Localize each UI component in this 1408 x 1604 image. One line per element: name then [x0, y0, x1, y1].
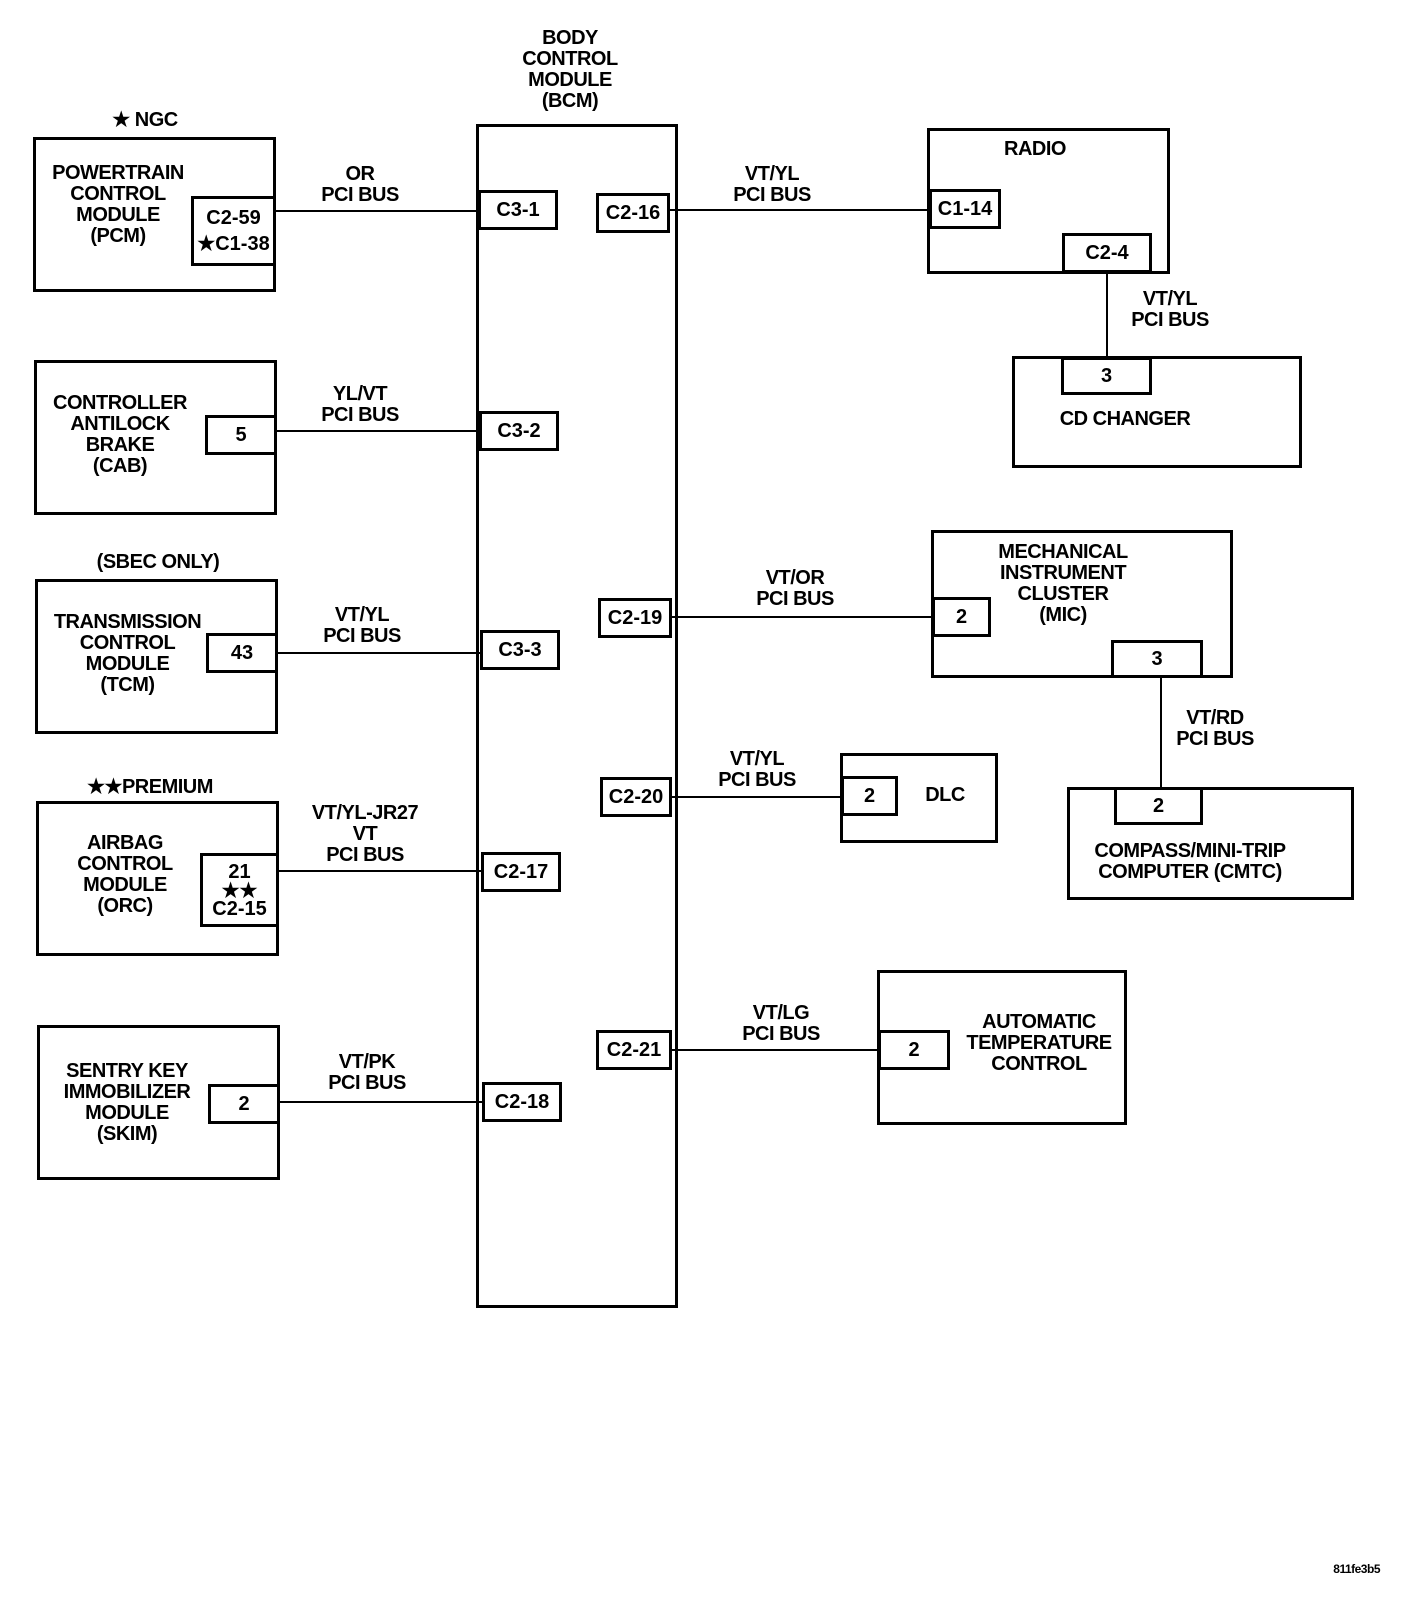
orc-wire-label: VT/YL-JR27 VT PCI BUS: [311, 802, 419, 866]
mic-pin-3: 3: [1111, 640, 1203, 678]
bcm-box: [476, 124, 678, 1308]
radio-pin-c1-14: C1-14: [929, 189, 1001, 229]
radio-label: RADIO: [1004, 138, 1066, 160]
bcm-pin-c3-2: C3-2: [479, 411, 559, 451]
skim-wire: [280, 1101, 482, 1103]
dlc-pin: 2: [841, 776, 898, 816]
cab-wire: [277, 430, 479, 432]
bcm-pin-c2-21: C2-21: [596, 1030, 672, 1070]
atc-pin: 2: [878, 1030, 950, 1070]
bcm-pin-c2-18: C2-18: [482, 1082, 562, 1122]
atc-wire-label: VT/LG PCI BUS: [742, 1002, 820, 1045]
bcm-pin-c3-3: C3-3: [480, 630, 560, 670]
cab-wire-label: YL/VT PCI BUS: [321, 383, 399, 426]
cmtc-pin: 2: [1114, 787, 1203, 825]
cd-changer-wire-label: VT/YL PCI BUS: [1131, 288, 1209, 331]
tcm-wire-label: VT/YL PCI BUS: [323, 604, 401, 647]
skim-pin: 2: [208, 1084, 280, 1124]
bcm-pin-c3-1: C3-1: [478, 190, 558, 230]
mic-label: MECHANICAL INSTRUMENT CLUSTER (MIC): [998, 541, 1128, 626]
cab-pin: 5: [205, 415, 277, 455]
figure-id: 811fe3b5: [1333, 1562, 1380, 1576]
dlc-wire: [672, 796, 842, 798]
cmtc-wire: [1160, 677, 1162, 789]
pcm-pin-alt-label: ★C1-38: [197, 233, 270, 255]
bcm-pin-c2-20: C2-20: [600, 777, 672, 817]
cab-label: CONTROLLER ANTILOCK BRAKE (CAB): [53, 392, 187, 477]
dlc-label: DLC: [925, 784, 965, 806]
bcm-title: BODY CONTROL MODULE (BCM): [522, 27, 618, 112]
cmtc-module: [1067, 787, 1354, 900]
cd-changer-module: [1012, 356, 1302, 468]
radio-wire-label: VT/YL PCI BUS: [733, 163, 811, 206]
orc-label: AIRBAG CONTROL MODULE (ORC): [77, 832, 173, 917]
orc-note: ★★PREMIUM: [87, 776, 213, 798]
pcm-pin-label: C2-59: [206, 207, 261, 229]
tcm-label: TRANSMISSION CONTROL MODULE (TCM): [53, 611, 202, 696]
tcm-wire: [278, 652, 480, 654]
cd-changer-label: CD CHANGER: [1059, 408, 1191, 430]
pcm-pin: C2-59 ★C1-38: [191, 196, 276, 266]
cmtc-wire-label: VT/RD PCI BUS: [1176, 707, 1254, 750]
atc-label: AUTOMATIC TEMPERATURE CONTROL: [966, 1011, 1112, 1075]
orc-wire: [279, 870, 481, 872]
bcm-pin-c2-19: C2-19: [598, 598, 672, 638]
mic-pin-2: 2: [932, 597, 991, 637]
pcm-label: POWERTRAIN CONTROL MODULE (PCM): [52, 162, 184, 247]
cd-changer-pin: 3: [1061, 357, 1152, 395]
mic-wire: [672, 616, 932, 618]
dlc-wire-label: VT/YL PCI BUS: [718, 748, 796, 791]
orc-pin-alt-label: ★★ C2-15: [212, 880, 267, 920]
radio-pin-c2-4: C2-4: [1062, 233, 1152, 273]
bcm-pin-c2-17: C2-17: [481, 852, 561, 892]
orc-pin-label: 21: [228, 861, 251, 883]
bcm-pin-c2-16: C2-16: [596, 193, 670, 233]
pcm-note: ★ NGC: [112, 109, 178, 131]
pcm-wire: [276, 210, 478, 212]
mic-wire-label: VT/OR PCI BUS: [756, 567, 834, 610]
atc-module: [877, 970, 1127, 1125]
tcm-note: (SBEC ONLY): [96, 551, 220, 573]
cmtc-label: COMPASS/MINI-TRIP COMPUTER (CMTC): [1094, 840, 1286, 883]
skim-label: SENTRY KEY IMMOBILIZER MODULE (SKIM): [63, 1060, 191, 1145]
atc-wire: [672, 1049, 880, 1051]
skim-wire-label: VT/PK PCI BUS: [328, 1051, 406, 1094]
cd-changer-wire: [1106, 273, 1108, 360]
pcm-wire-label: OR PCI BUS: [321, 163, 399, 206]
tcm-pin: 43: [206, 633, 278, 673]
orc-pin: 21 ★★ C2-15: [200, 853, 279, 927]
radio-wire: [670, 209, 929, 211]
